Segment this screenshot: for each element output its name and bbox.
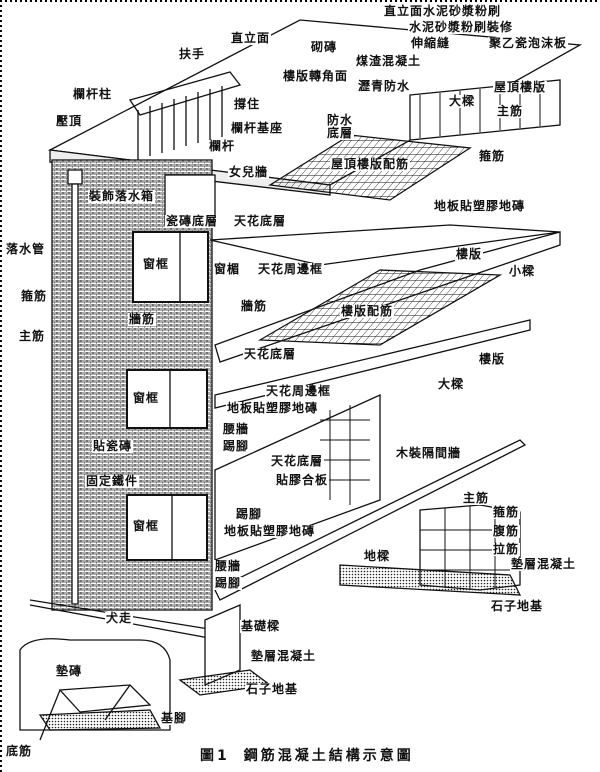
label-window-frame-3f: 窗框 xyxy=(142,257,171,271)
label-ceiling-base-top: 天花底層 xyxy=(233,214,288,228)
label-gravel-base-footing: 石子地基 xyxy=(245,682,300,696)
label-roof-slab: 屋頂樓版 xyxy=(493,80,548,94)
figure-caption: 圖1 鋼筋混凝土結構示意圖 xyxy=(200,745,428,765)
label-floor-slab-3f: 樓版 xyxy=(455,247,484,261)
label-expansion-joint: 伸縮縫 xyxy=(410,36,452,50)
label-main-beam-2f: 大樑 xyxy=(437,377,466,391)
label-ceiling-border-3f: 天花周邊框 xyxy=(257,262,325,276)
label-web-rebar: 腹筋 xyxy=(492,524,521,538)
label-apron: 犬走 xyxy=(105,611,134,625)
label-ceiling-base-1f: 天花底層 xyxy=(270,454,325,468)
label-parapet: 女兒牆 xyxy=(228,165,270,179)
label-railing-base: 欄杆基座 xyxy=(230,121,285,135)
label-wood-partition: 木裝隔間牆 xyxy=(395,446,463,460)
label-lean-concrete-footing: 墊層混凝土 xyxy=(250,649,318,663)
label-main-rebar-ground: 主筋 xyxy=(462,491,491,505)
label-pad-brick: 墊磚 xyxy=(55,664,84,678)
label-main-rebar-column: 主筋 xyxy=(18,329,47,343)
label-stirrup-roof: 箍筋 xyxy=(478,149,507,163)
label-brace: 撐住 xyxy=(233,97,262,111)
label-wainscot-2f: 腰牆 xyxy=(222,422,251,436)
label-downpipe: 落水管 xyxy=(5,242,47,256)
label-wainscot-1f: 腰牆 xyxy=(214,559,243,573)
label-gravel-base-beam: 石子地基 xyxy=(490,599,545,613)
label-floor-vinyl-tile-1f: 地板貼塑膠地磚 xyxy=(223,524,317,538)
label-bottom-rebar: 底筋 xyxy=(5,744,34,758)
label-ceiling-border-2f: 天花周邊框 xyxy=(265,384,333,398)
label-mortar-finish: 水泥砂漿粉刷裝修 xyxy=(408,20,515,34)
foundation-beam xyxy=(204,604,241,686)
label-tile-base: 瓷磚底層 xyxy=(165,214,220,228)
label-coping: 壓頂 xyxy=(55,114,84,128)
label-vertical-mortar-finish: 直立面水泥砂漿粉刷 xyxy=(383,4,503,18)
label-brickwork: 砌磚 xyxy=(310,40,339,54)
label-floor-vinyl-tile-3f: 地板貼塑膠地磚 xyxy=(433,199,527,213)
label-stirrup-column: 箍筋 xyxy=(20,289,49,303)
label-window-lintel: 窗楣 xyxy=(213,262,242,276)
label-stirrup-ground: 箍筋 xyxy=(492,505,521,519)
label-decorative-rain-box: 裝飾落水箱 xyxy=(88,189,156,203)
label-ground-beam: 地樑 xyxy=(363,549,392,563)
label-fixing-hardware: 固定鐵件 xyxy=(85,474,140,488)
label-wall-rebar-right: 牆筋 xyxy=(240,299,269,313)
label-tie-bar: 拉筋 xyxy=(492,542,521,556)
figure-number: 圖1 xyxy=(200,748,230,764)
label-slab-corner: 樓版轉角面 xyxy=(282,69,350,83)
label-window-frame-2f: 窗框 xyxy=(132,391,161,405)
label-pe-foam-board: 聚乙瓷泡沫板 xyxy=(488,36,569,50)
label-footing: 基腳 xyxy=(160,711,189,725)
label-tile-cladding: 貼瓷磚 xyxy=(92,439,134,453)
label-wall-rebar-left: 牆筋 xyxy=(128,312,157,326)
label-main-beam-roof: 大樑 xyxy=(448,94,477,108)
label-floor-vinyl-tile-2f: 地板貼塑膠地磚 xyxy=(226,401,320,415)
window-frame-3f xyxy=(132,231,209,303)
label-skirting-1f-upper: 踢腳 xyxy=(235,507,264,521)
label-floor-slab-2f: 樓版 xyxy=(478,352,507,366)
label-cinder-concrete: 煤渣混凝土 xyxy=(355,54,423,68)
label-floor-slab-rebar: 樓版配筋 xyxy=(340,304,395,318)
label-asphalt-waterproof: 瀝青防水 xyxy=(357,79,412,93)
label-skirting-1f: 踢腳 xyxy=(214,576,243,590)
label-railing: 欄杆 xyxy=(208,139,237,153)
label-skirting-2f: 踢腳 xyxy=(222,439,251,453)
label-main-rebar-roof: 主筋 xyxy=(496,104,525,118)
ground-beam-line xyxy=(214,439,527,601)
label-lean-concrete-beam: 墊層混凝土 xyxy=(510,557,578,571)
label-secondary-beam: 小樑 xyxy=(508,264,537,278)
label-waterproof-base: 防水底層 xyxy=(326,113,354,140)
railing-posts xyxy=(137,86,223,160)
label-handrail: 扶手 xyxy=(178,47,207,61)
label-vertical-face: 直立面 xyxy=(230,31,272,45)
figure-title: 鋼筋混凝土結構示意圖 xyxy=(243,748,414,764)
label-ceiling-base-2f: 天花底層 xyxy=(243,347,298,361)
label-railing-post: 欄杆柱 xyxy=(72,87,114,101)
label-foundation-beam: 基礎樑 xyxy=(240,619,282,633)
drain-pipe xyxy=(71,183,79,605)
label-window-frame-1f: 窗框 xyxy=(132,519,161,533)
label-roof-slab-rebar: 屋頂樓版配筋 xyxy=(330,157,411,171)
label-plywood: 貼膠合板 xyxy=(275,473,330,487)
